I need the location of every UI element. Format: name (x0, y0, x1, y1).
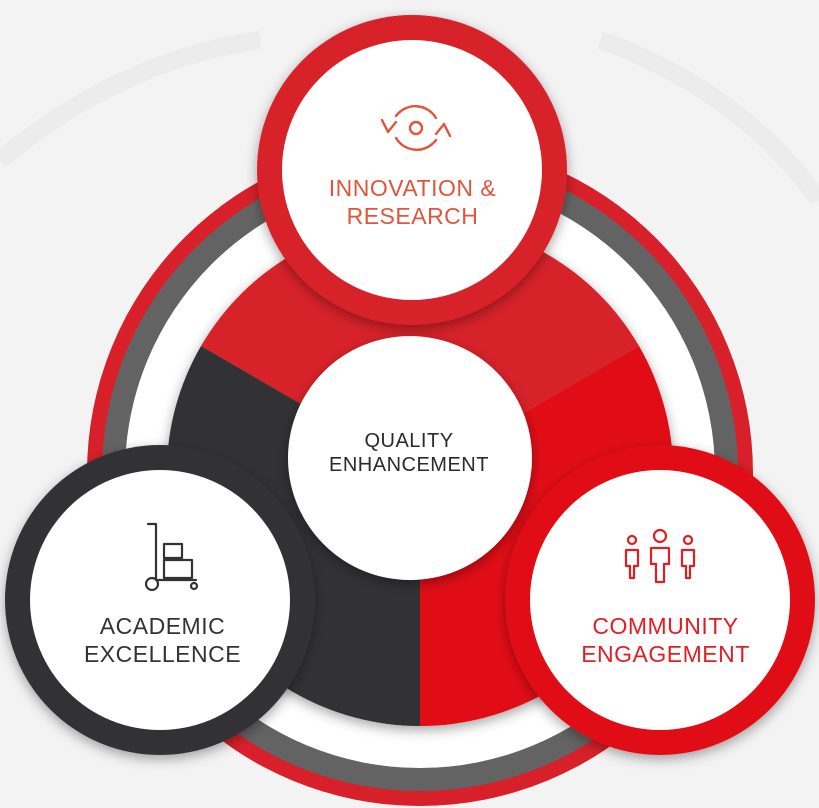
node-left (5, 445, 315, 755)
academic-label-line1: ACADEMIC (99, 613, 226, 639)
community-label-line1: COMMUNITY (592, 613, 739, 639)
community-label: COMMUNITY ENGAGEMENT (553, 613, 778, 668)
center-circle (288, 336, 532, 580)
center-label-line1: QUALITY (364, 430, 454, 452)
center-label: QUALITY ENHANCEMENT (309, 429, 509, 477)
node-right (505, 445, 815, 755)
academic-label: ACADEMIC EXCELLENCE (55, 613, 270, 668)
node-top (257, 15, 567, 325)
innovation-label-line1: INNOVATION & (328, 175, 497, 201)
innovation-label-line2: RESEARCH (346, 202, 479, 229)
refresh-eye-icon (380, 105, 452, 151)
innovation-label: INNOVATION & RESEARCH (295, 175, 530, 230)
community-label-line2: ENGAGEMENT (581, 640, 750, 667)
background-watermark (0, 31, 819, 206)
hand-truck-icon (144, 522, 199, 592)
people-group-icon (624, 528, 696, 584)
academic-label-line2: EXCELLENCE (83, 640, 242, 667)
center-label-line2: ENHANCEMENT (329, 454, 489, 476)
